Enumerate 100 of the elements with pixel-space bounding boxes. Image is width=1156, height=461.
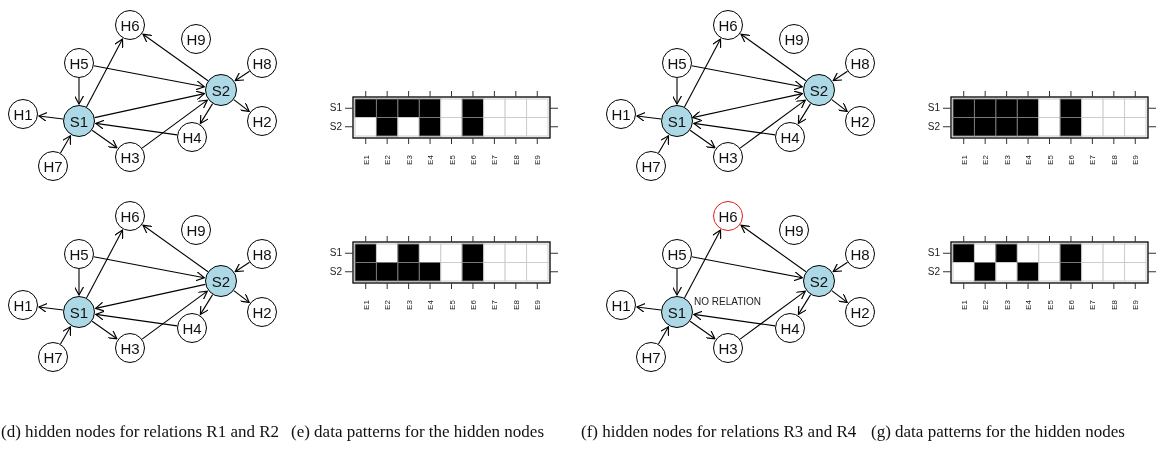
hidden-node-circle: H8 [247, 239, 277, 269]
arrow [94, 90, 205, 119]
arrow [73, 77, 85, 105]
arrow [38, 302, 64, 314]
arrow [93, 65, 205, 91]
hidden-node-circle: H6 [115, 201, 145, 231]
hidden-node-circle: H8 [247, 48, 277, 78]
arrow [142, 33, 209, 82]
hidden-node-circle: H4 [177, 313, 207, 343]
column-label: E7 [489, 300, 499, 310]
arrow [740, 224, 807, 273]
column-label: E5 [1045, 300, 1054, 310]
hidden-node-circle: H6 [115, 10, 145, 40]
caption: (e) data patterns for the hidden nodes [291, 422, 546, 441]
observed-node-circle: S2 [205, 265, 237, 297]
arrow [141, 290, 208, 340]
column-label: E5 [1045, 155, 1054, 165]
arrow [59, 326, 72, 345]
hidden-node-circle: H1 [606, 290, 636, 320]
row-label: S2 [927, 265, 940, 278]
column-label: E5 [447, 300, 456, 310]
hidden-node-circle: H7 [38, 151, 68, 181]
hidden-node-circle: H2 [247, 106, 277, 136]
hidden-node-circle: H1 [8, 99, 38, 129]
arrow [797, 103, 812, 124]
arrow [636, 111, 662, 123]
hidden-node-circle: H7 [636, 342, 666, 372]
column-label: E1 [959, 155, 969, 165]
hidden-node-circle: H3 [115, 333, 145, 363]
column-label: E3 [1002, 300, 1012, 310]
column-label: E2 [980, 300, 990, 310]
column-label: E6 [1066, 300, 1076, 310]
hidden-node-circle: H8 [845, 48, 875, 78]
arrow [636, 302, 662, 314]
observed-node-circle: S1 [63, 296, 95, 328]
column-label: E7 [1087, 155, 1097, 165]
hidden-node-circle: H8 [845, 239, 875, 269]
column-label: E2 [382, 300, 392, 310]
arrow [95, 119, 178, 136]
column-label: E9 [1130, 300, 1140, 310]
hidden-node-circle: H6 [713, 201, 743, 231]
hidden-node-circle: H7 [38, 342, 68, 372]
observed-node-circle: S1 [63, 105, 95, 137]
arrow [234, 261, 251, 273]
arrow [831, 99, 848, 112]
hidden-node-circle: H9 [181, 24, 211, 54]
hidden-node-circle: H4 [775, 313, 805, 343]
arrow [671, 268, 683, 296]
row-label: S1 [329, 247, 342, 260]
arrow [657, 135, 670, 154]
column-label: E9 [532, 300, 542, 310]
arrow [832, 261, 849, 273]
arrow [73, 268, 85, 296]
hidden-node-circle: H1 [8, 290, 38, 320]
hidden-node-circle: H2 [845, 106, 875, 136]
hidden-node-circle: H7 [636, 151, 666, 181]
column-label: E6 [1066, 155, 1076, 165]
arrow [91, 129, 118, 149]
column-label: E7 [489, 155, 499, 165]
arrow [692, 90, 803, 121]
row-label: S1 [329, 102, 342, 115]
row-label: S1 [927, 102, 940, 115]
arrow [691, 256, 803, 282]
row-label: S2 [329, 120, 342, 133]
column-label: E2 [382, 155, 392, 165]
column-label: E2 [980, 155, 990, 165]
hidden-node-circle: H4 [775, 122, 805, 152]
arrow [93, 256, 205, 282]
arrow [671, 77, 683, 105]
column-label: E4 [1023, 300, 1033, 310]
hidden-node-circle: H1 [606, 99, 636, 129]
column-label: E8 [511, 300, 521, 310]
column-label: E7 [1087, 300, 1097, 310]
column-label: E1 [361, 155, 371, 165]
column-label: E6 [468, 155, 478, 165]
column-label: E9 [1130, 155, 1140, 165]
arrow [740, 33, 807, 82]
hidden-node-circle: H5 [64, 239, 94, 269]
arrow [693, 119, 776, 136]
column-label: E4 [425, 300, 435, 310]
hidden-node-circle: H9 [779, 215, 809, 245]
arrow [142, 224, 209, 273]
arrow [91, 320, 118, 340]
column-label: E8 [1109, 300, 1119, 310]
hidden-node-circle: H3 [115, 142, 145, 172]
hidden-node-circle: H6 [713, 10, 743, 40]
column-label: E3 [1002, 155, 1012, 165]
hidden-node-circle: H2 [845, 297, 875, 327]
arrow [141, 99, 208, 149]
column-label: E8 [511, 155, 521, 165]
arrow [38, 111, 64, 123]
arrow [657, 326, 670, 345]
hidden-node-circle: H5 [662, 239, 692, 269]
arrow [95, 283, 206, 312]
hidden-node-circle: H3 [713, 333, 743, 363]
column-label: E9 [532, 155, 542, 165]
caption: (f) hidden nodes for relations R3 and R4 [581, 422, 858, 441]
column-label: E4 [1023, 155, 1033, 165]
arrow [199, 294, 214, 315]
arrow [683, 229, 722, 299]
